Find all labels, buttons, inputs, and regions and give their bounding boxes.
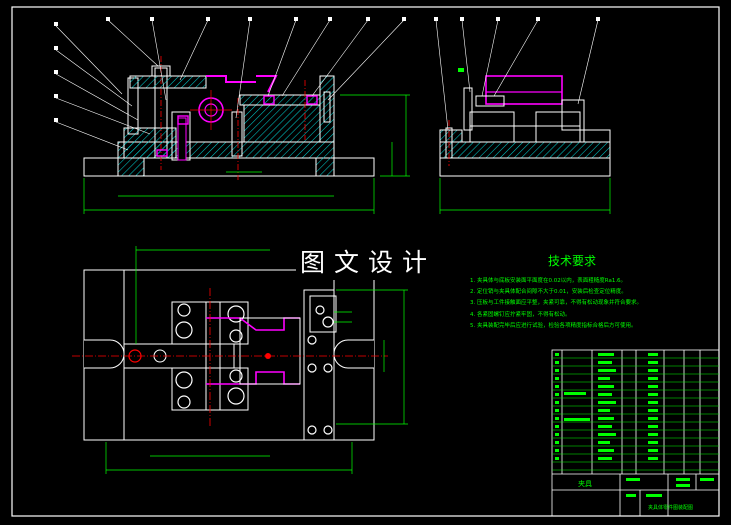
requirement-note: 4. 各紧固螺钉应拧紧牢固，不得有松动。	[470, 311, 571, 318]
parts-list-rows	[552, 357, 719, 471]
front-view	[54, 17, 410, 214]
requirement-note: 5. 夹具装配完毕后应进行试验，检验各项精度指标合格后方可使用。	[470, 322, 637, 329]
drawing-border	[11, 6, 720, 517]
technical-requirements-list: 1. 夹具体与底板安装面平面度在0.02以内，表面粗糙度Ra1.6。 2. 定位…	[470, 276, 642, 332]
parts-list-entries	[555, 353, 714, 497]
title-block-label-left: 夹具	[578, 480, 592, 488]
technical-requirements-title: 技术要求	[548, 254, 597, 268]
title-block	[551, 349, 720, 517]
watermark-text: 图文设计	[296, 246, 441, 280]
requirement-note: 3. 压板与工件接触面应平整，夹紧可靠，不得有松动现象并符合要求。	[470, 300, 642, 307]
title-block-label-right: 夹具体零件图装配图	[648, 505, 694, 511]
requirement-note: 2. 定位销与夹具体配合间隙不大于0.01，安装后检查定位精度。	[470, 289, 627, 296]
side-view	[434, 17, 611, 214]
requirement-note: 1. 夹具体与底板安装面平面度在0.02以内，表面粗糙度Ra1.6。	[470, 278, 627, 284]
top-view	[72, 246, 408, 474]
